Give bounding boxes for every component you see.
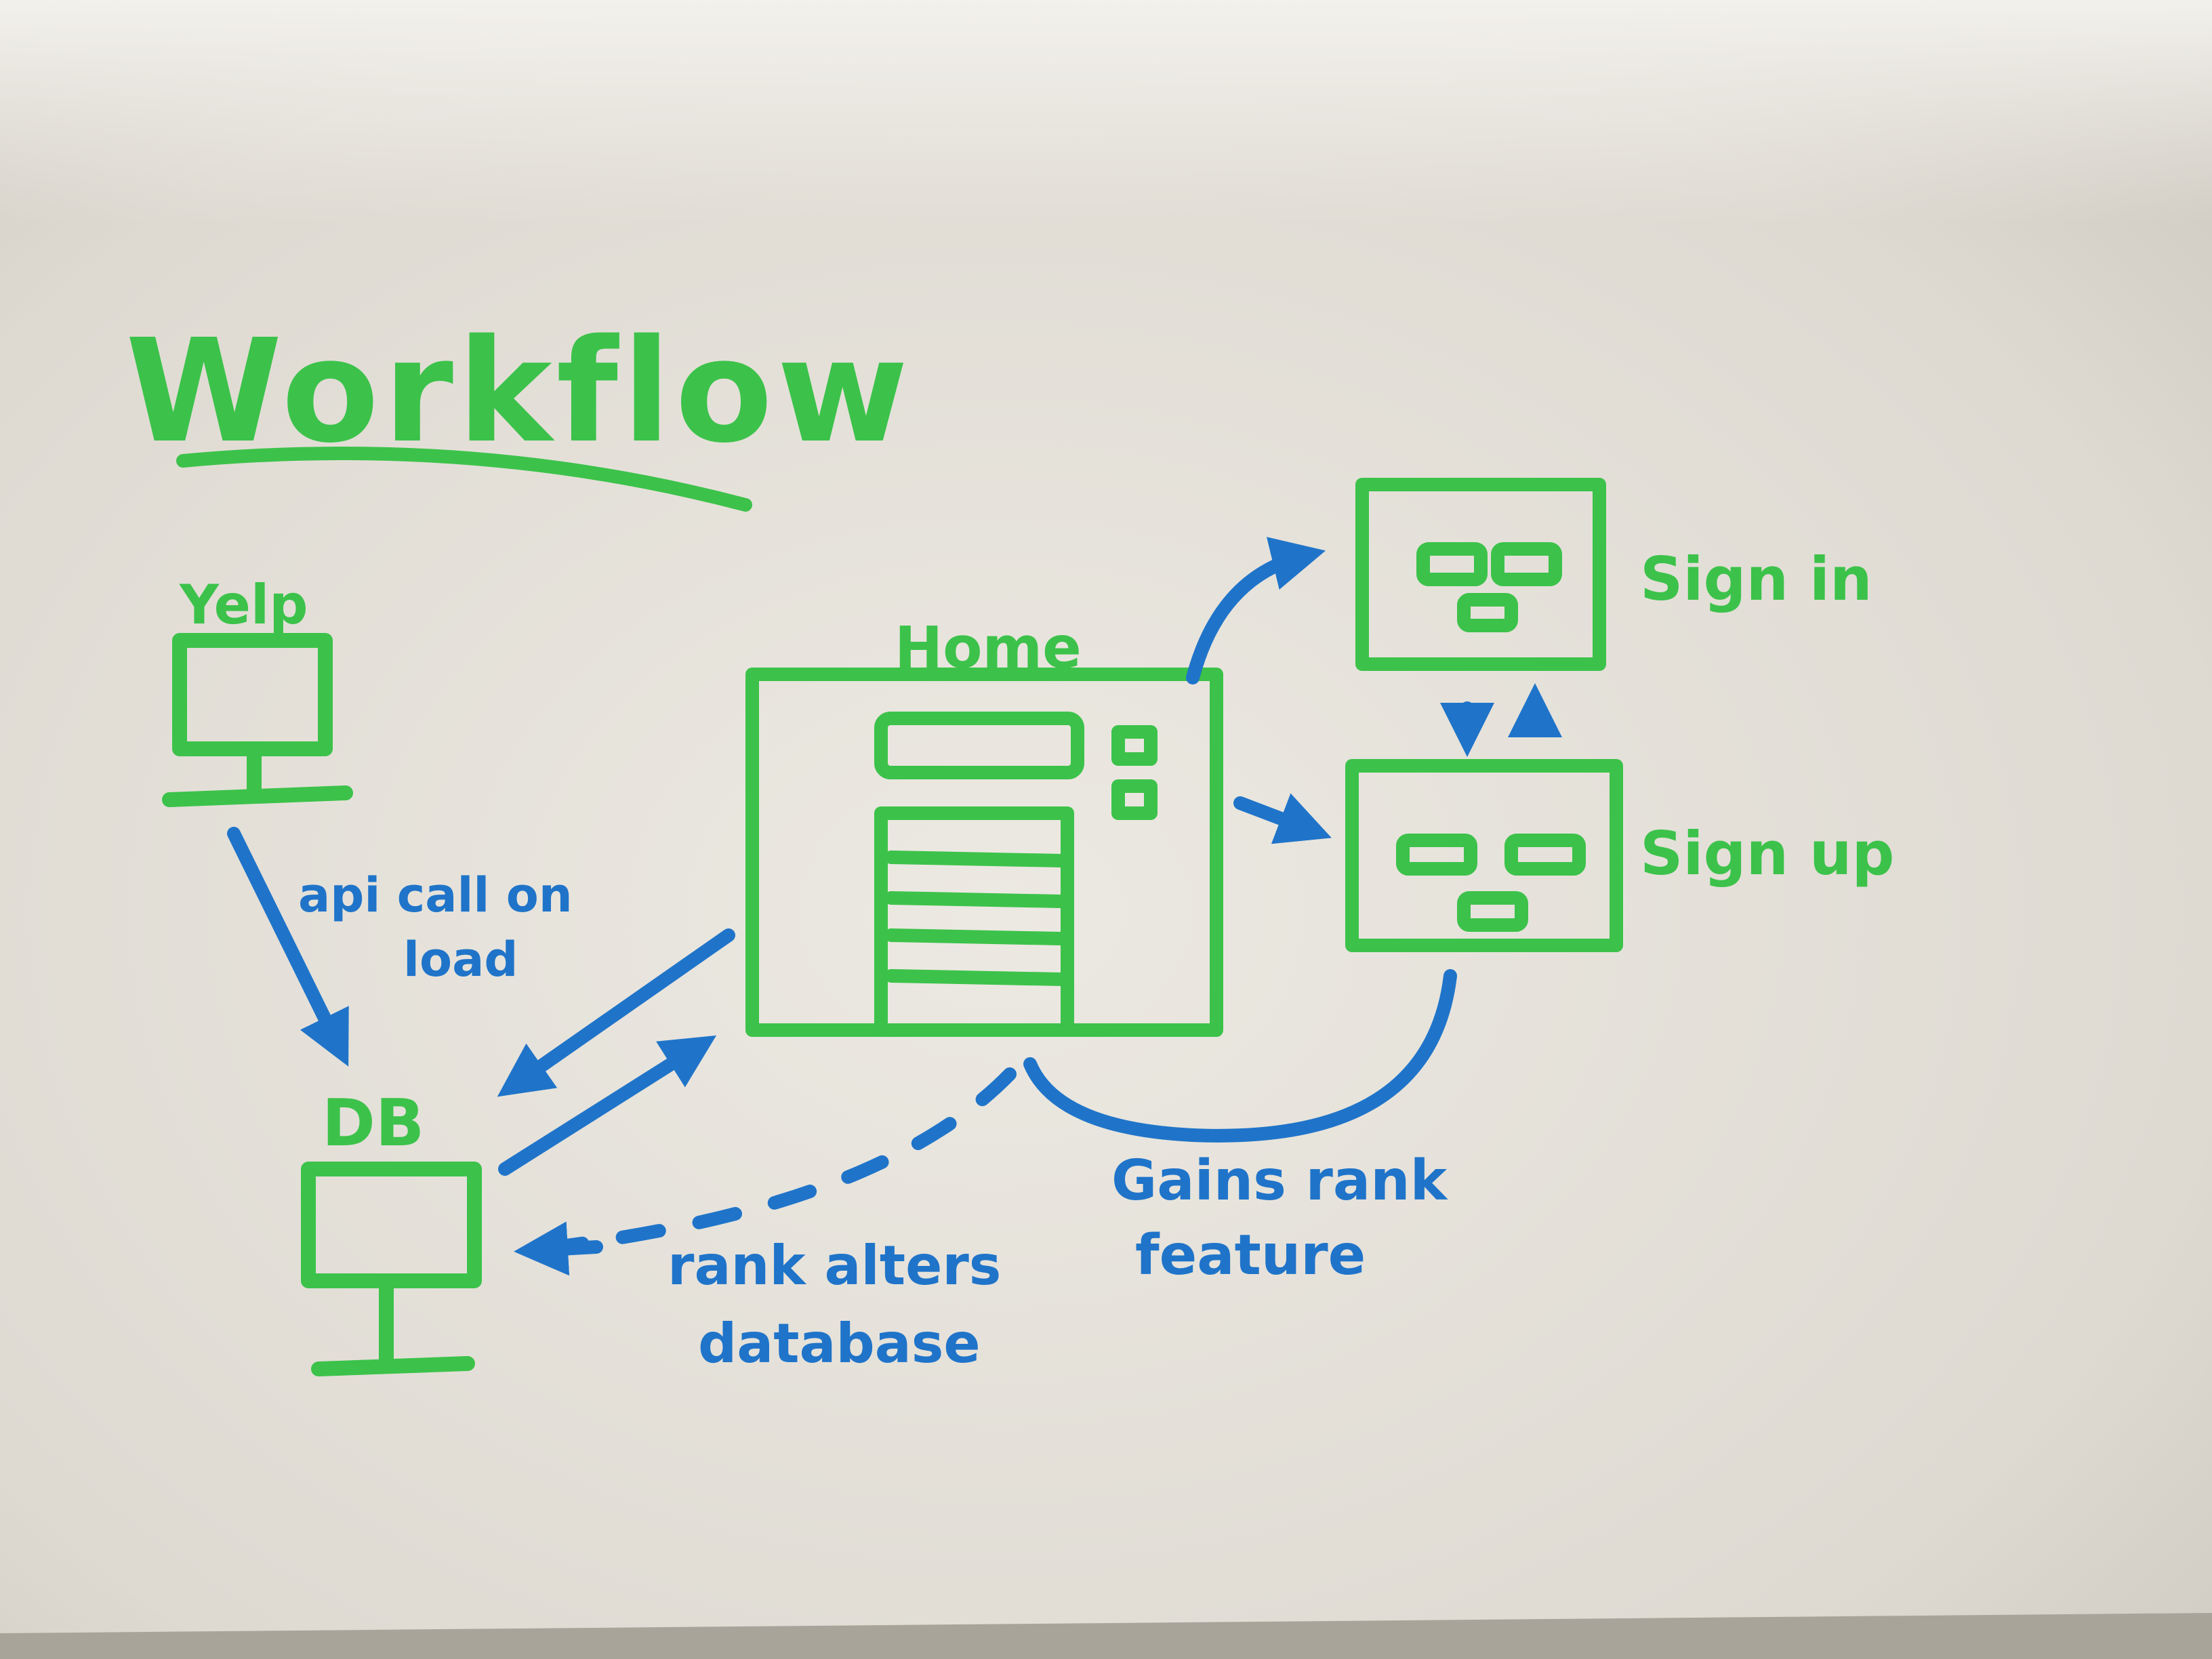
gains-rank-note-line2: feature [1135, 1223, 1366, 1288]
arrow-home-to-sign-up [1233, 793, 1332, 844]
sign-in-label: Sign in [1640, 544, 1872, 614]
rank-alters-note-line1: rank alters [668, 1234, 1001, 1297]
arrow-home-to-sign-in [1186, 537, 1326, 684]
arrow-db-to-home [498, 1035, 717, 1176]
home-search-bar [874, 712, 1084, 779]
home-list-row [884, 928, 1067, 945]
arrow-rank-alters-dashed [549, 1067, 1017, 1254]
home-side-widget [1111, 725, 1158, 766]
sign-up-frame [1345, 759, 1623, 952]
yelp-monitor-base [162, 785, 353, 807]
sign-in-page-sketch [1355, 478, 1606, 671]
api-call-note-line1: api call on [298, 867, 573, 923]
sign-up-field [1504, 834, 1586, 876]
arrow-rank-alters-head [514, 1221, 603, 1276]
home-list-row [884, 891, 1067, 908]
home-side-widget [1111, 779, 1158, 820]
rank-alters-note-line2: database [698, 1312, 981, 1375]
sign-up-label: Sign up [1640, 819, 1894, 888]
sign-up-page-sketch [1345, 759, 1623, 952]
arrow-yelp-to-db [227, 827, 349, 1067]
sign-in-button [1457, 593, 1518, 632]
yelp-label: Yelp [179, 573, 308, 636]
home-list [874, 806, 1074, 1037]
sign-in-frame [1355, 478, 1606, 671]
sign-up-button [1457, 891, 1528, 932]
gains-rank-note-line1: Gains rank [1111, 1149, 1449, 1213]
db-node [301, 1162, 482, 1376]
page-title: Workflow [125, 308, 912, 474]
api-call-note-line2: load [403, 932, 518, 987]
sign-in-field [1416, 542, 1488, 586]
arrow-sign-up-to-home [1023, 969, 1457, 1143]
home-list-row [884, 969, 1067, 986]
db-label: DB [322, 1086, 424, 1161]
db-monitor-base [311, 1356, 475, 1376]
yelp-node [162, 633, 353, 807]
title-underline [176, 446, 752, 512]
arrow-home-to-db [497, 928, 735, 1097]
home-list-row [884, 851, 1067, 867]
home-page-sketch [745, 668, 1223, 1037]
sign-in-field [1491, 542, 1562, 586]
workflow-arrows [227, 537, 1562, 1276]
sign-up-field [1396, 834, 1477, 876]
